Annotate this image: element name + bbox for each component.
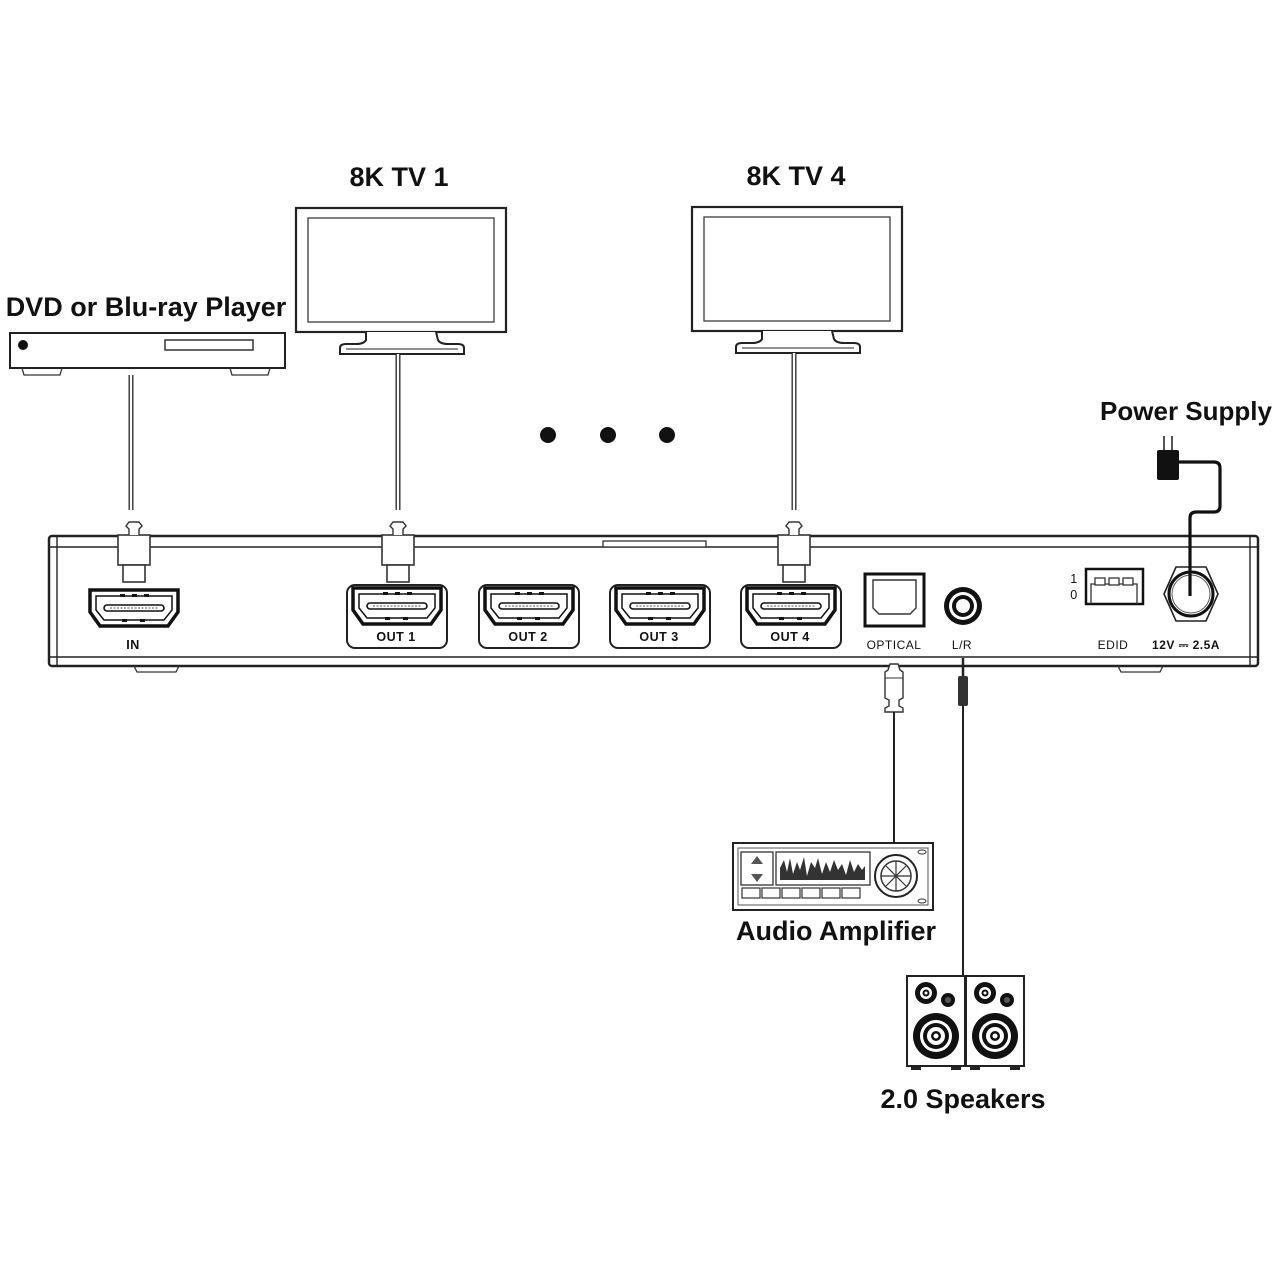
hdmi-plug-out-4 (777, 521, 811, 583)
lr-audio-port[interactable] (944, 587, 982, 625)
edid-switch-on-label: 1 (1070, 572, 1077, 586)
power-adapter-icon (1157, 436, 1222, 596)
tv-1-icon (294, 206, 508, 356)
speakers-icon (906, 975, 1025, 1071)
out-1-label: OUT 1 (376, 630, 415, 644)
hdmi-out-4-port[interactable] (740, 584, 842, 649)
hdmi-out-3-port[interactable] (609, 584, 711, 649)
speakers-label: 2.0 Speakers (880, 1084, 1045, 1114)
optical-label: OPTICAL (867, 638, 922, 652)
edid-switch-off-label: 0 (1070, 588, 1077, 602)
source-label: DVD or Blu-ray Player (6, 292, 287, 322)
tv-4-icon (690, 205, 904, 355)
tv-1-label: 8K TV 1 (349, 162, 448, 192)
edid-dip-switch[interactable] (1084, 567, 1145, 606)
lr-audio-cable (958, 658, 968, 1000)
in-port-label: IN (126, 638, 140, 652)
lr-label: L/R (952, 638, 972, 652)
dvd-player-icon (9, 332, 286, 376)
optical-cable (884, 663, 904, 842)
audio-amplifier-label: Audio Amplifier (736, 916, 936, 946)
hdmi-plug-in (117, 521, 151, 583)
edid-label: EDID (1098, 638, 1129, 652)
audio-amplifier-icon (732, 842, 934, 911)
optical-port[interactable] (863, 572, 926, 628)
ellipsis-dots-icon (540, 427, 675, 443)
out-3-label: OUT 3 (639, 630, 678, 644)
hdmi-plug-out-1 (381, 521, 415, 583)
hdmi-out-2-port[interactable] (478, 584, 580, 649)
power-rating-label: 12V ⎓ 2.5A (1152, 638, 1220, 652)
power-supply-label: Power Supply (1100, 396, 1272, 426)
hdmi-in-port[interactable] (88, 588, 180, 628)
tv-4-label: 8K TV 4 (746, 161, 845, 191)
hdmi-out-1-port[interactable] (346, 584, 448, 649)
out-4-label: OUT 4 (770, 630, 809, 644)
out-2-label: OUT 2 (508, 630, 547, 644)
